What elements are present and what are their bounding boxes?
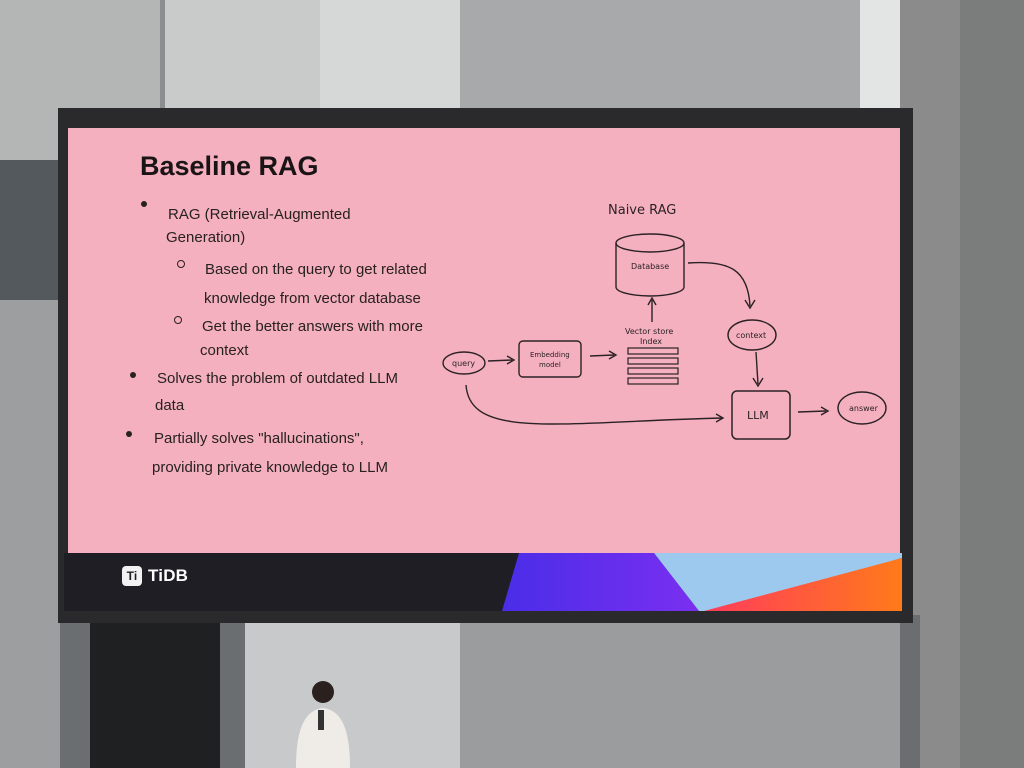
answer-node [837,391,887,425]
presentation-slide [68,128,900,558]
sub-bullet-answers-cont: context [200,342,249,359]
arrow-head [506,355,516,365]
arrow-head [744,299,756,310]
sub-bullet-circle [177,260,185,268]
arrow-query-to-llm [465,384,723,425]
database-label: Database [631,262,669,271]
arrow-llm-to-answer [797,410,827,413]
bullet-dot [126,431,132,437]
vector-index-stack [627,347,679,385]
arrow-query-to-embedding [487,359,513,362]
bullet-rag: RAG (Retrieval-Augmented [168,206,351,223]
tidb-logo-text: TiDB [148,566,189,585]
arrow-head [647,296,657,306]
embedding-label: Embedding [530,351,570,359]
context-label: context [736,331,766,340]
vector-store-label: Vector store [625,327,673,336]
speaker-figure [296,681,350,768]
query-node [442,351,486,375]
tidb-logo: Ti TiDB [122,566,188,586]
bullet-rag-cont: Generation) [166,229,246,246]
embedding-model-node [518,340,582,378]
bullet-hallucinations: Partially solves "hallucinations", [154,430,364,447]
arrow-context-to-llm [755,351,759,385]
naive-rag-diagram: Naive RAG Database Vector store Index co… [442,203,887,440]
arrow-embedding-to-index [589,354,615,357]
llm-label: LLM [747,409,769,422]
footer-gradient-art [502,553,902,611]
query-label: query [452,359,475,368]
tidb-logo-mark: Ti [122,566,142,586]
slide-footer [64,553,902,611]
arrow-head [820,406,830,416]
arrow-head [715,413,725,423]
arrow-head [752,377,764,388]
embedding-model-label: model [539,361,561,369]
llm-node [731,390,791,440]
sub-bullet-query: Based on the query to get related [205,261,427,278]
database-node: Database [615,233,685,297]
diagram-title: Naive RAG [608,203,676,218]
sub-bullet-answers: Get the better answers with more [202,318,423,335]
bullet-outdated: Solves the problem of outdated LLM [157,370,398,387]
answer-label: answer [849,404,879,413]
bullet-hallucinations-cont: providing private knowledge to LLM [152,459,388,476]
bullet-dot [130,372,136,378]
sub-bullet-circle [174,316,182,324]
context-node [727,319,777,351]
arrow-db-to-context [687,261,751,307]
bullet-outdated-cont: data [155,397,185,414]
vector-index-label: Index [640,337,662,346]
arrow-head [608,350,618,360]
sub-bullet-query-cont: knowledge from vector database [204,290,421,307]
slide-title: Baseline RAG [140,151,319,181]
bullet-dot [141,201,147,207]
